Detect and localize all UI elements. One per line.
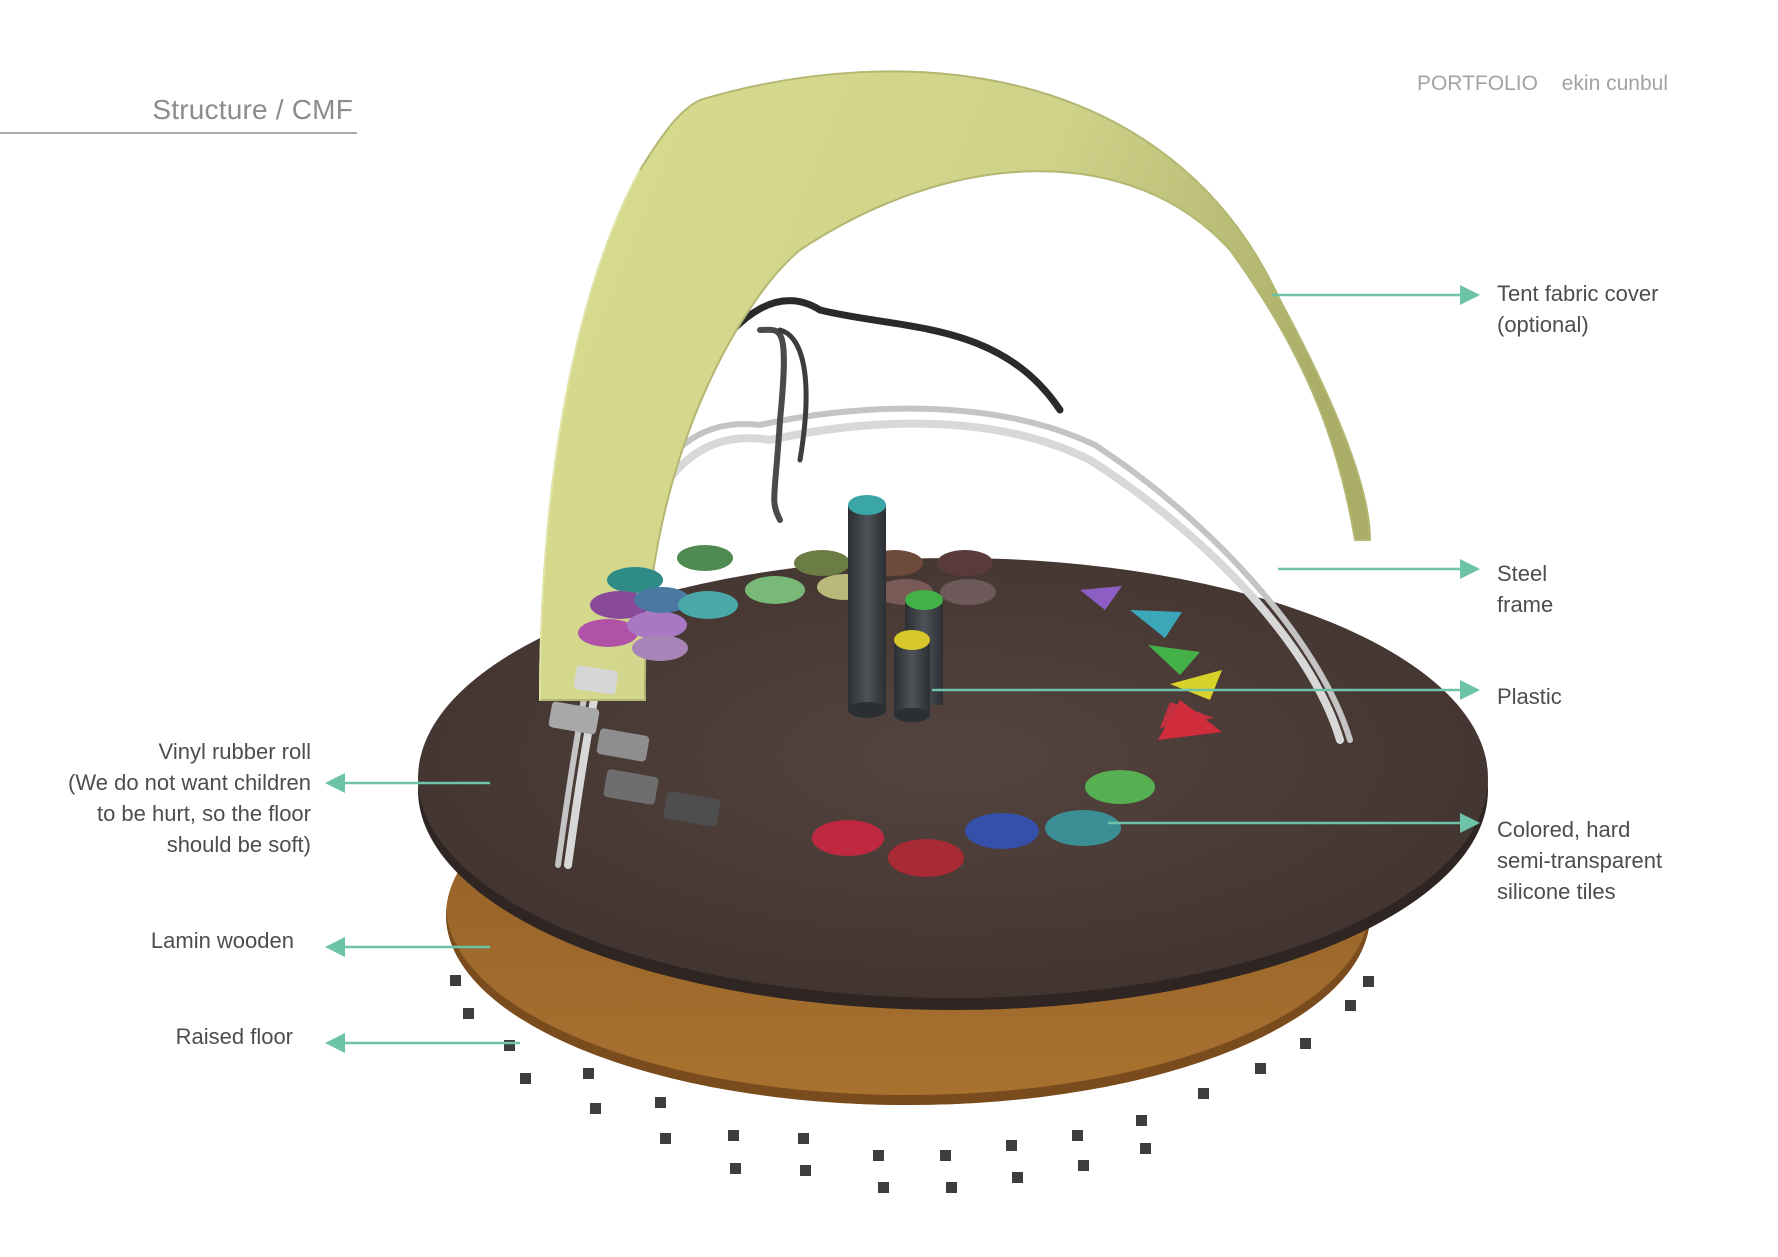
raised-floor-supports (450, 975, 1374, 1193)
label-silicone-tiles: Colored, hard semi-transparent silicone … (1497, 817, 1663, 904)
silicone-tiles (548, 545, 1222, 877)
plastic-poles (848, 495, 943, 722)
label-tent-fabric-cover: Tent fabric cover (optional) (1497, 281, 1659, 337)
author-name: ekin cunbul (1561, 72, 1668, 95)
leader-lines (325, 285, 1480, 1053)
tent-fabric-cover (538, 70, 1372, 701)
label-lamin-wooden: Lamin wooden (150, 928, 294, 953)
label-steel-frame: Steel frame (1497, 561, 1554, 617)
section-title: Structure / CMF (152, 94, 353, 125)
portfolio-header: PORTFOLIO ekin cunbul (1417, 72, 1668, 96)
vinyl-floor-layer (418, 558, 1488, 1010)
section-header: Structure / CMF (0, 92, 357, 134)
label-plastic: Plastic (1497, 684, 1562, 709)
label-vinyl-rubber-roll: Vinyl rubber roll (We do not want childr… (68, 739, 311, 857)
label-raised-floor: Raised floor (175, 1024, 293, 1049)
portfolio-label: PORTFOLIO (1416, 72, 1538, 95)
